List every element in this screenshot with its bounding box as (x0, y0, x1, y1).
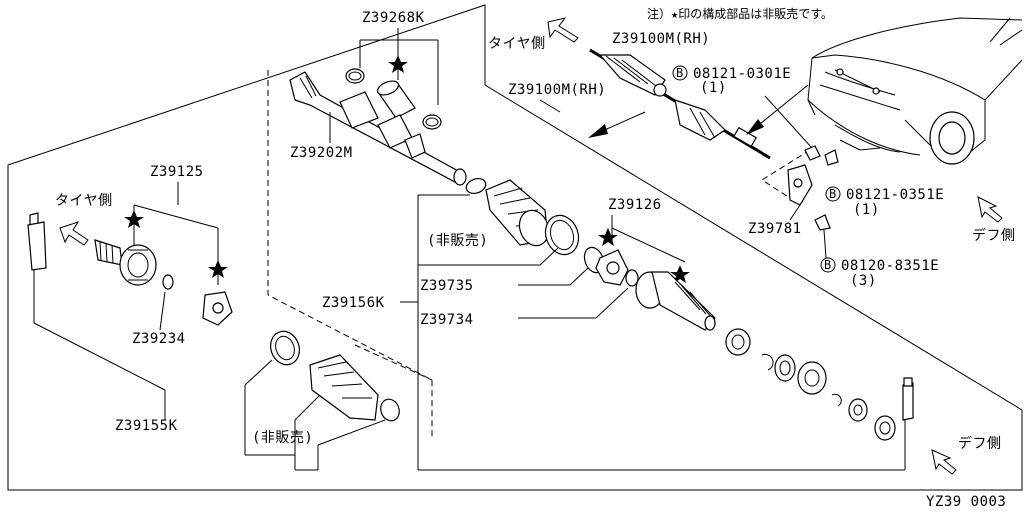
bolt-part-2: 08121-0351E (846, 187, 944, 203)
snap-ring-2 (831, 393, 842, 407)
bolt-badge-2: B (825, 186, 841, 202)
cage-outer (202, 291, 233, 326)
not-sold-label-upper: (非販売) (427, 233, 488, 249)
outer-joint (94, 239, 157, 286)
leader-z39126 (598, 215, 690, 283)
diff-shaft-stub (902, 377, 914, 421)
ring-z39734 (625, 269, 639, 287)
label-z39268k: Z39268K (362, 10, 425, 26)
leader-z39781 (789, 204, 801, 221)
diff-side-label-bottom: デフ側 (958, 435, 1002, 452)
leader-z39734-b (595, 287, 629, 319)
bolt-qty-3: (3) (850, 273, 877, 289)
label-z39100m-rh-top: Z39100M(RH) (612, 31, 710, 47)
top-shaft-assembly (589, 48, 771, 160)
label-z39100m-rh: Z39100M(RH) (508, 82, 606, 98)
clamp-mid-1 (465, 177, 487, 195)
leader-z39268k (359, 28, 439, 105)
label-z39734: Z39734 (420, 312, 474, 328)
dashed-guide-2 (354, 344, 433, 381)
clamp-top-1 (345, 68, 365, 84)
leader-z39735-b (569, 267, 589, 286)
diff-side-arrow-bottom (931, 449, 957, 475)
pointer-arrow-2 (746, 84, 809, 135)
axle-stub-left (27, 212, 47, 271)
diff-side-arrow-right (977, 196, 1003, 223)
diff-side-label-right: デフ側 (972, 227, 1016, 244)
bushing-top (376, 80, 416, 119)
boot-lower (309, 354, 379, 421)
tire-side-label-left: タイヤ側 (55, 193, 113, 209)
seal-1 (874, 415, 896, 441)
bolt-part-1: 08121-0301E (693, 66, 791, 82)
bolt-part-3: 08120-8351E (841, 258, 939, 274)
label-z39202m: Z39202M (290, 145, 353, 161)
leader-bolt-1 (764, 95, 813, 149)
bracket-part (761, 145, 839, 231)
washer-1 (774, 354, 796, 382)
snap-ring-1 (761, 353, 774, 371)
label-z39735: Z39735 (420, 278, 474, 294)
main-shaft (289, 71, 467, 186)
clamp-mid-2 (544, 214, 580, 256)
bolt-qty-2: (1) (853, 202, 880, 218)
leader-z39100m (539, 99, 561, 113)
car-illustration (807, 17, 1023, 165)
leader-z39156k (400, 194, 906, 471)
diagram-frame (7, 4, 1023, 491)
page-code: YZ39 0003 (926, 494, 1006, 510)
label-z39781: Z39781 (748, 221, 802, 237)
dashed-guide-1 (267, 70, 433, 438)
tire-side-arrow-top (547, 17, 579, 43)
tire-side-arrow-left (59, 221, 89, 246)
label-z39155k: Z39155K (115, 418, 178, 434)
snap-ring-z39234 (162, 274, 174, 290)
label-z39156k: Z39156K (322, 295, 385, 311)
bolt-badge-1: B (672, 65, 688, 81)
leader-z39125 (124, 182, 228, 285)
spider-z39126 (595, 249, 629, 286)
label-z39126: Z39126 (608, 197, 662, 213)
bearing-1 (725, 328, 751, 356)
leader-z39155k (33, 270, 166, 420)
pointer-arrow-1 (588, 111, 646, 138)
bolt-badge-3: B (820, 257, 836, 273)
clamp-lower-2 (380, 398, 400, 422)
label-z39234: Z39234 (132, 331, 186, 347)
label-z39125: Z39125 (150, 164, 204, 180)
svg-text:B: B (829, 187, 836, 201)
washer-2 (848, 398, 868, 422)
leader-lower-group (244, 359, 386, 471)
inner-joint-housing (635, 271, 716, 331)
leader-z39234 (159, 291, 166, 331)
clamp-top-2 (422, 114, 442, 130)
clamp-lower-1 (270, 330, 300, 366)
bolt-qty-1: (1) (700, 80, 727, 96)
svg-text:B: B (824, 258, 831, 272)
boot-upper (485, 179, 550, 247)
bearing-2 (797, 361, 827, 395)
note-text: 注）★印の構成部品は非販売です。 (647, 6, 833, 21)
svg-text:B: B (676, 66, 683, 80)
tire-side-label-top: タイヤ側 (488, 36, 546, 52)
not-sold-label-lower: (非販売) (252, 430, 313, 446)
leader-bolt-3 (823, 229, 827, 259)
